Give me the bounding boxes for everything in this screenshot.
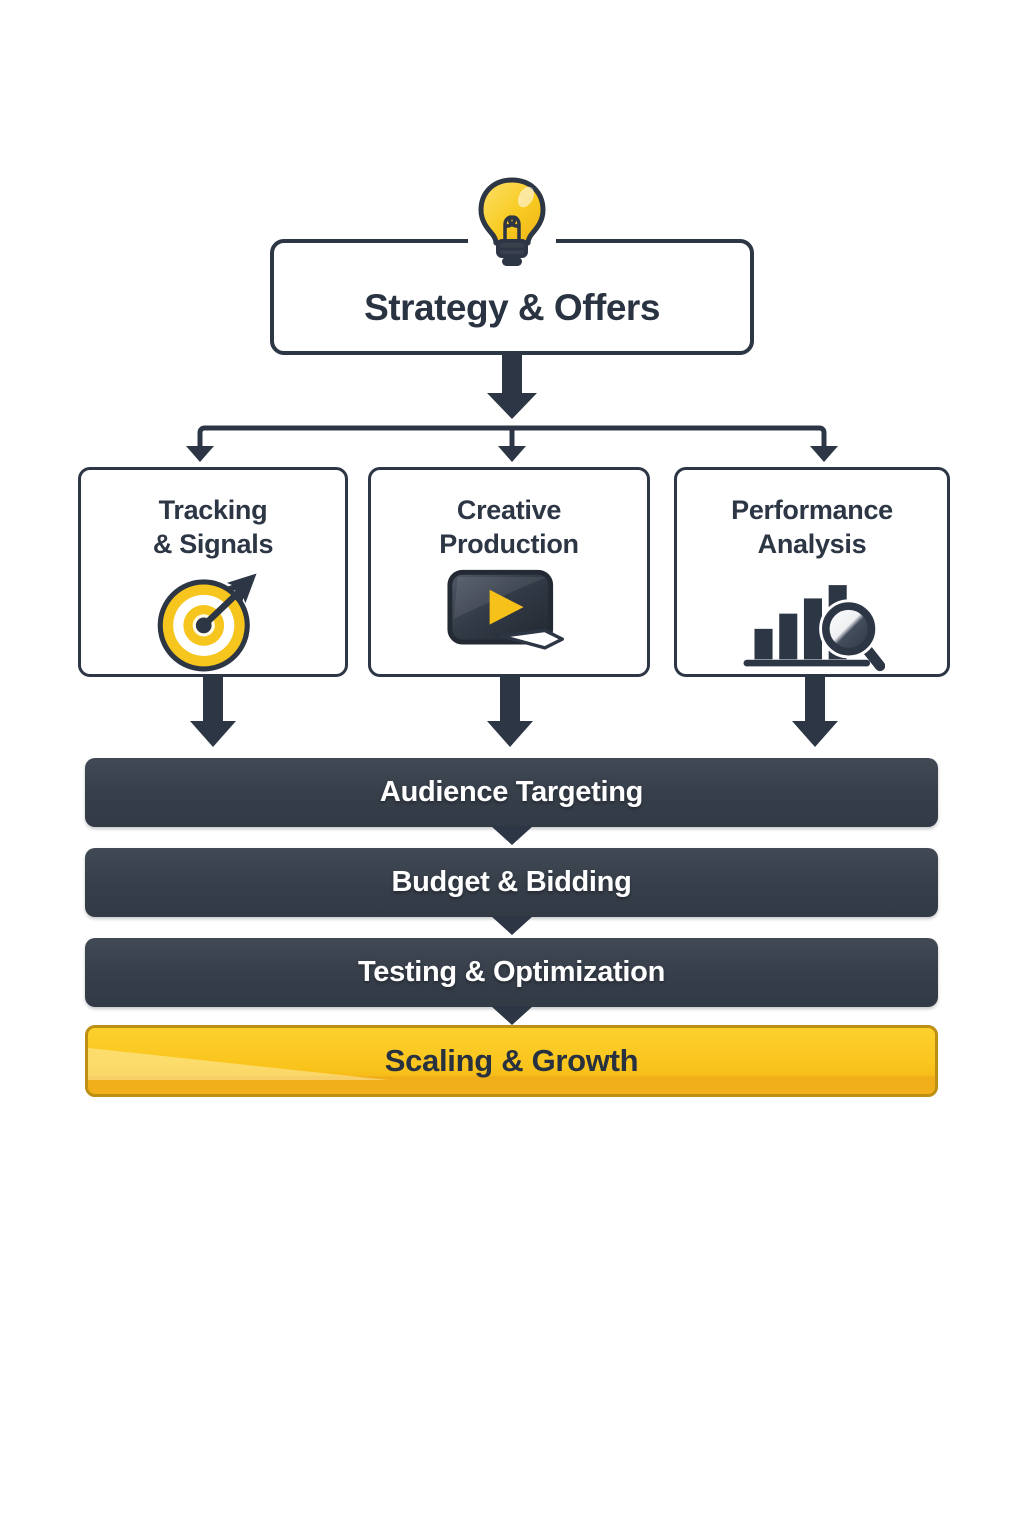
branch-node-label: Tracking & Signals — [152, 495, 274, 559]
video-player-icon — [447, 569, 565, 650]
stage-bar-audience-targeting: Audience Targeting — [85, 758, 938, 827]
branch-node-tracking-signals: Tracking & Signals — [78, 467, 348, 677]
branch-node-label: Performance Analysis — [731, 495, 893, 559]
connector-triangle — [491, 916, 533, 935]
arrow-shaft — [805, 677, 825, 721]
branch-connector — [186, 425, 838, 462]
arrow-head — [487, 393, 537, 419]
branch-node-creative-production: Creative Production — [368, 467, 650, 677]
connector-triangle — [491, 826, 533, 845]
stage-bar-scaling-growth: Scaling & Growth — [85, 1025, 938, 1097]
stage-label: Budget & Bidding — [391, 866, 632, 898]
stage-bar-testing-optimization: Testing & Optimization — [85, 938, 938, 1007]
root-node-label: Strategy & Offers — [364, 287, 660, 328]
bar-chart-magnifier-icon — [743, 584, 885, 671]
arrow-shaft — [502, 355, 522, 393]
branch-node-label: Creative Production — [439, 495, 579, 559]
stage-label: Testing & Optimization — [357, 956, 666, 988]
arrow-shaft — [500, 677, 520, 721]
arrow-head — [792, 721, 838, 747]
target-dart-icon — [157, 573, 257, 671]
stage-label: Audience Targeting — [379, 776, 644, 808]
stage-label: Scaling & Growth — [384, 1043, 639, 1078]
lightbulb-icon — [478, 177, 546, 266]
stage-bar-budget-bidding: Budget & Bidding — [85, 848, 938, 917]
arrow-head — [190, 721, 236, 747]
arrow-head — [487, 721, 533, 747]
connector-triangle — [491, 1006, 533, 1025]
branch-node-performance-analysis: Performance Analysis — [674, 467, 950, 677]
arrow-shaft — [203, 677, 223, 721]
